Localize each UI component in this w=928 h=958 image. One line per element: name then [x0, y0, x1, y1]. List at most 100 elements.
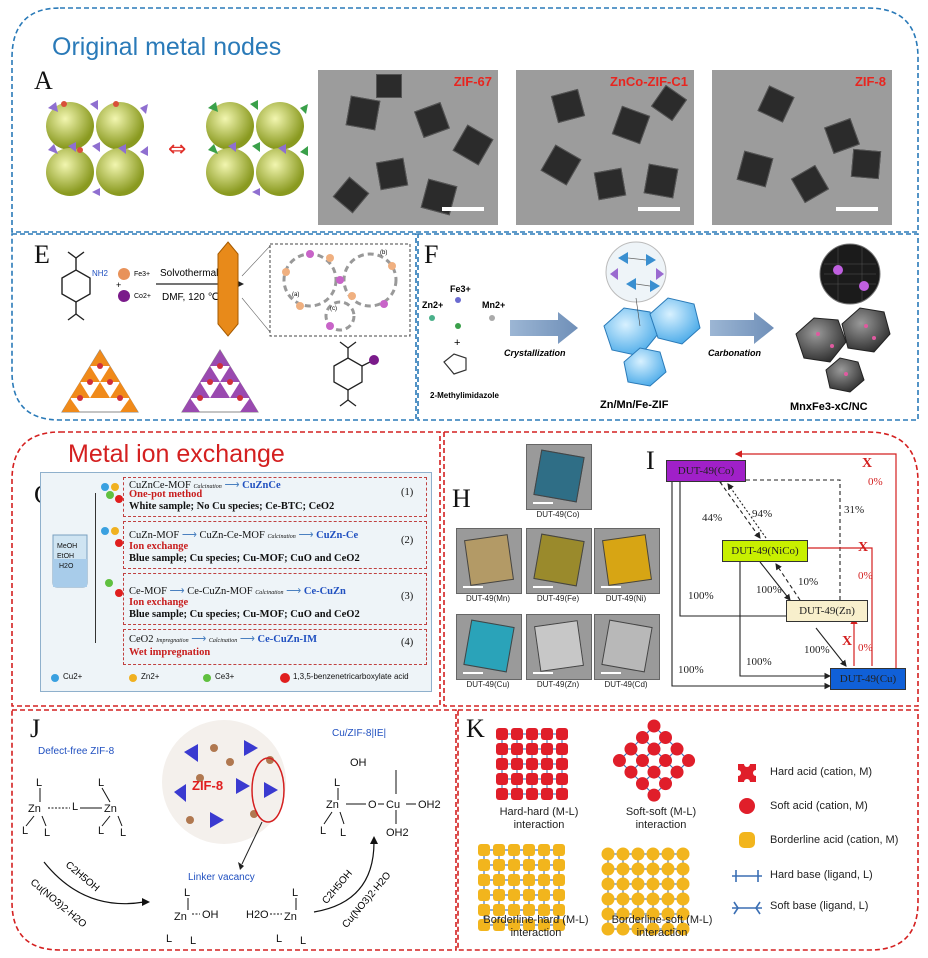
- svg-text:Zn: Zn: [174, 911, 187, 923]
- section-title-original: Original metal nodes: [52, 33, 282, 61]
- metal-node: [526, 773, 538, 785]
- scale-bar: [442, 207, 484, 211]
- metal-node: [511, 788, 523, 800]
- metal-node: [523, 859, 535, 871]
- crystal-photo: [526, 614, 592, 680]
- g-r2-note: Blue sample; Cu species; Cu-MOF; CuO and…: [129, 553, 360, 564]
- metal-node: [624, 742, 638, 756]
- metal-node: [646, 877, 660, 891]
- panel-i-arrows: [671, 450, 897, 690]
- metal-node: [478, 889, 490, 901]
- metal-node: [635, 777, 649, 791]
- svg-text:L: L: [340, 827, 346, 839]
- caption-borderline-soft: Borderline-soft (M-L) interaction: [611, 914, 713, 939]
- metal-node: [647, 765, 661, 779]
- metal-node: [511, 728, 523, 740]
- legend-soft-base: Soft base (ligand, L): [770, 900, 869, 912]
- caption-borderline-hard: Borderline-hard (M-L) interaction: [483, 914, 589, 939]
- linker-molecule: [61, 251, 91, 321]
- scale-bar: [533, 672, 553, 674]
- g-r1-num: (1): [401, 487, 414, 498]
- metal-node: [508, 859, 520, 871]
- svg-text:L: L: [36, 777, 42, 789]
- crystal: [375, 157, 409, 191]
- metal-node: [541, 788, 553, 800]
- metal-node: [556, 728, 568, 740]
- metal-node: [493, 919, 505, 931]
- k-legend-icons: [732, 761, 762, 915]
- crystal-body: [463, 619, 515, 673]
- metal-node: [523, 874, 535, 886]
- metal-node: [523, 919, 535, 931]
- panel-e-scheme: NH2 + Fe3+ Co2+ Solvothermal DMF, 120 ℃ …: [61, 241, 411, 413]
- crystal: [850, 148, 882, 180]
- panel-letter-e: E: [34, 240, 50, 269]
- metal-node: [631, 877, 645, 891]
- svg-text:OH2: OH2: [418, 799, 441, 811]
- scale-bar: [463, 672, 483, 674]
- metal-node: [556, 773, 568, 785]
- reaction-box-1: [123, 477, 427, 517]
- svg-text:L: L: [334, 777, 340, 789]
- node-dut49-co: DUT-49(Co): [666, 460, 746, 482]
- crystal: [540, 144, 582, 186]
- panel-letter-j: J: [30, 714, 41, 743]
- svg-text:Co2+: Co2+: [134, 293, 151, 300]
- defect-free-label: Defect-free ZIF-8: [38, 746, 115, 757]
- svg-text:L: L: [22, 825, 28, 837]
- crystal: [593, 167, 627, 201]
- crystal: [790, 164, 830, 204]
- legend-soft-acid: Soft acid (cation, M): [770, 800, 868, 812]
- svg-text:NH2: NH2: [92, 269, 109, 278]
- metal-node: [553, 919, 565, 931]
- metal-node: [647, 788, 661, 802]
- linker-vacancy-label: Linker vacancy: [188, 872, 255, 883]
- svg-text:L: L: [98, 777, 104, 789]
- crystal-body: [464, 534, 514, 586]
- beaker-icon: [52, 534, 88, 588]
- metal-node: [496, 728, 508, 740]
- svg-text:(a): (a): [292, 292, 299, 298]
- metal-node: [478, 919, 490, 931]
- exchange-arrow-icon: ⇔: [168, 137, 186, 162]
- metal-node: [556, 743, 568, 755]
- metal-node: [493, 904, 505, 916]
- metal-node: [526, 743, 538, 755]
- crystal-label: DUT-49(Zn): [536, 680, 580, 689]
- zif-framework-inset: [605, 241, 667, 303]
- metal-node: [601, 847, 615, 861]
- crystal-label: DUT-49(Fe): [536, 594, 580, 603]
- svg-text:OH: OH: [202, 909, 219, 921]
- svg-text:L: L: [120, 827, 126, 839]
- svg-text:Zn: Zn: [326, 799, 339, 811]
- svg-text:2-Methylimidazole: 2-Methylimidazole: [430, 391, 499, 400]
- left-framework: [46, 100, 148, 196]
- svg-text:H2O: H2O: [246, 909, 269, 921]
- linker-with-metal: [333, 341, 379, 407]
- crystal-body: [534, 620, 584, 672]
- metal-node: [631, 847, 645, 861]
- crystal: [345, 95, 381, 131]
- pct-100-nico-cu: 100%: [746, 656, 772, 668]
- crystal-photo: [526, 528, 592, 594]
- metal-node: [478, 844, 490, 856]
- pct-44: 44%: [702, 512, 723, 524]
- metal-node: [508, 904, 520, 916]
- metal-node: [646, 907, 660, 921]
- metal-node: [538, 904, 550, 916]
- scale-bar: [533, 502, 553, 504]
- metal-node: [478, 859, 490, 871]
- metal-node: [601, 862, 615, 876]
- svg-text:Zn: Zn: [284, 911, 297, 923]
- metal-node: [541, 773, 553, 785]
- soft-base-icon: [732, 901, 762, 915]
- metal-node: [659, 777, 673, 791]
- metal-node: [661, 892, 675, 906]
- section-title-exchange: Metal ion exchange: [68, 440, 285, 468]
- metal-node: [538, 919, 550, 931]
- panel-letter-a: A: [34, 66, 53, 95]
- metal-node: [646, 862, 660, 876]
- svg-text:Carbonation: Carbonation: [708, 348, 762, 358]
- metal-node: [553, 874, 565, 886]
- metal-node: [496, 788, 508, 800]
